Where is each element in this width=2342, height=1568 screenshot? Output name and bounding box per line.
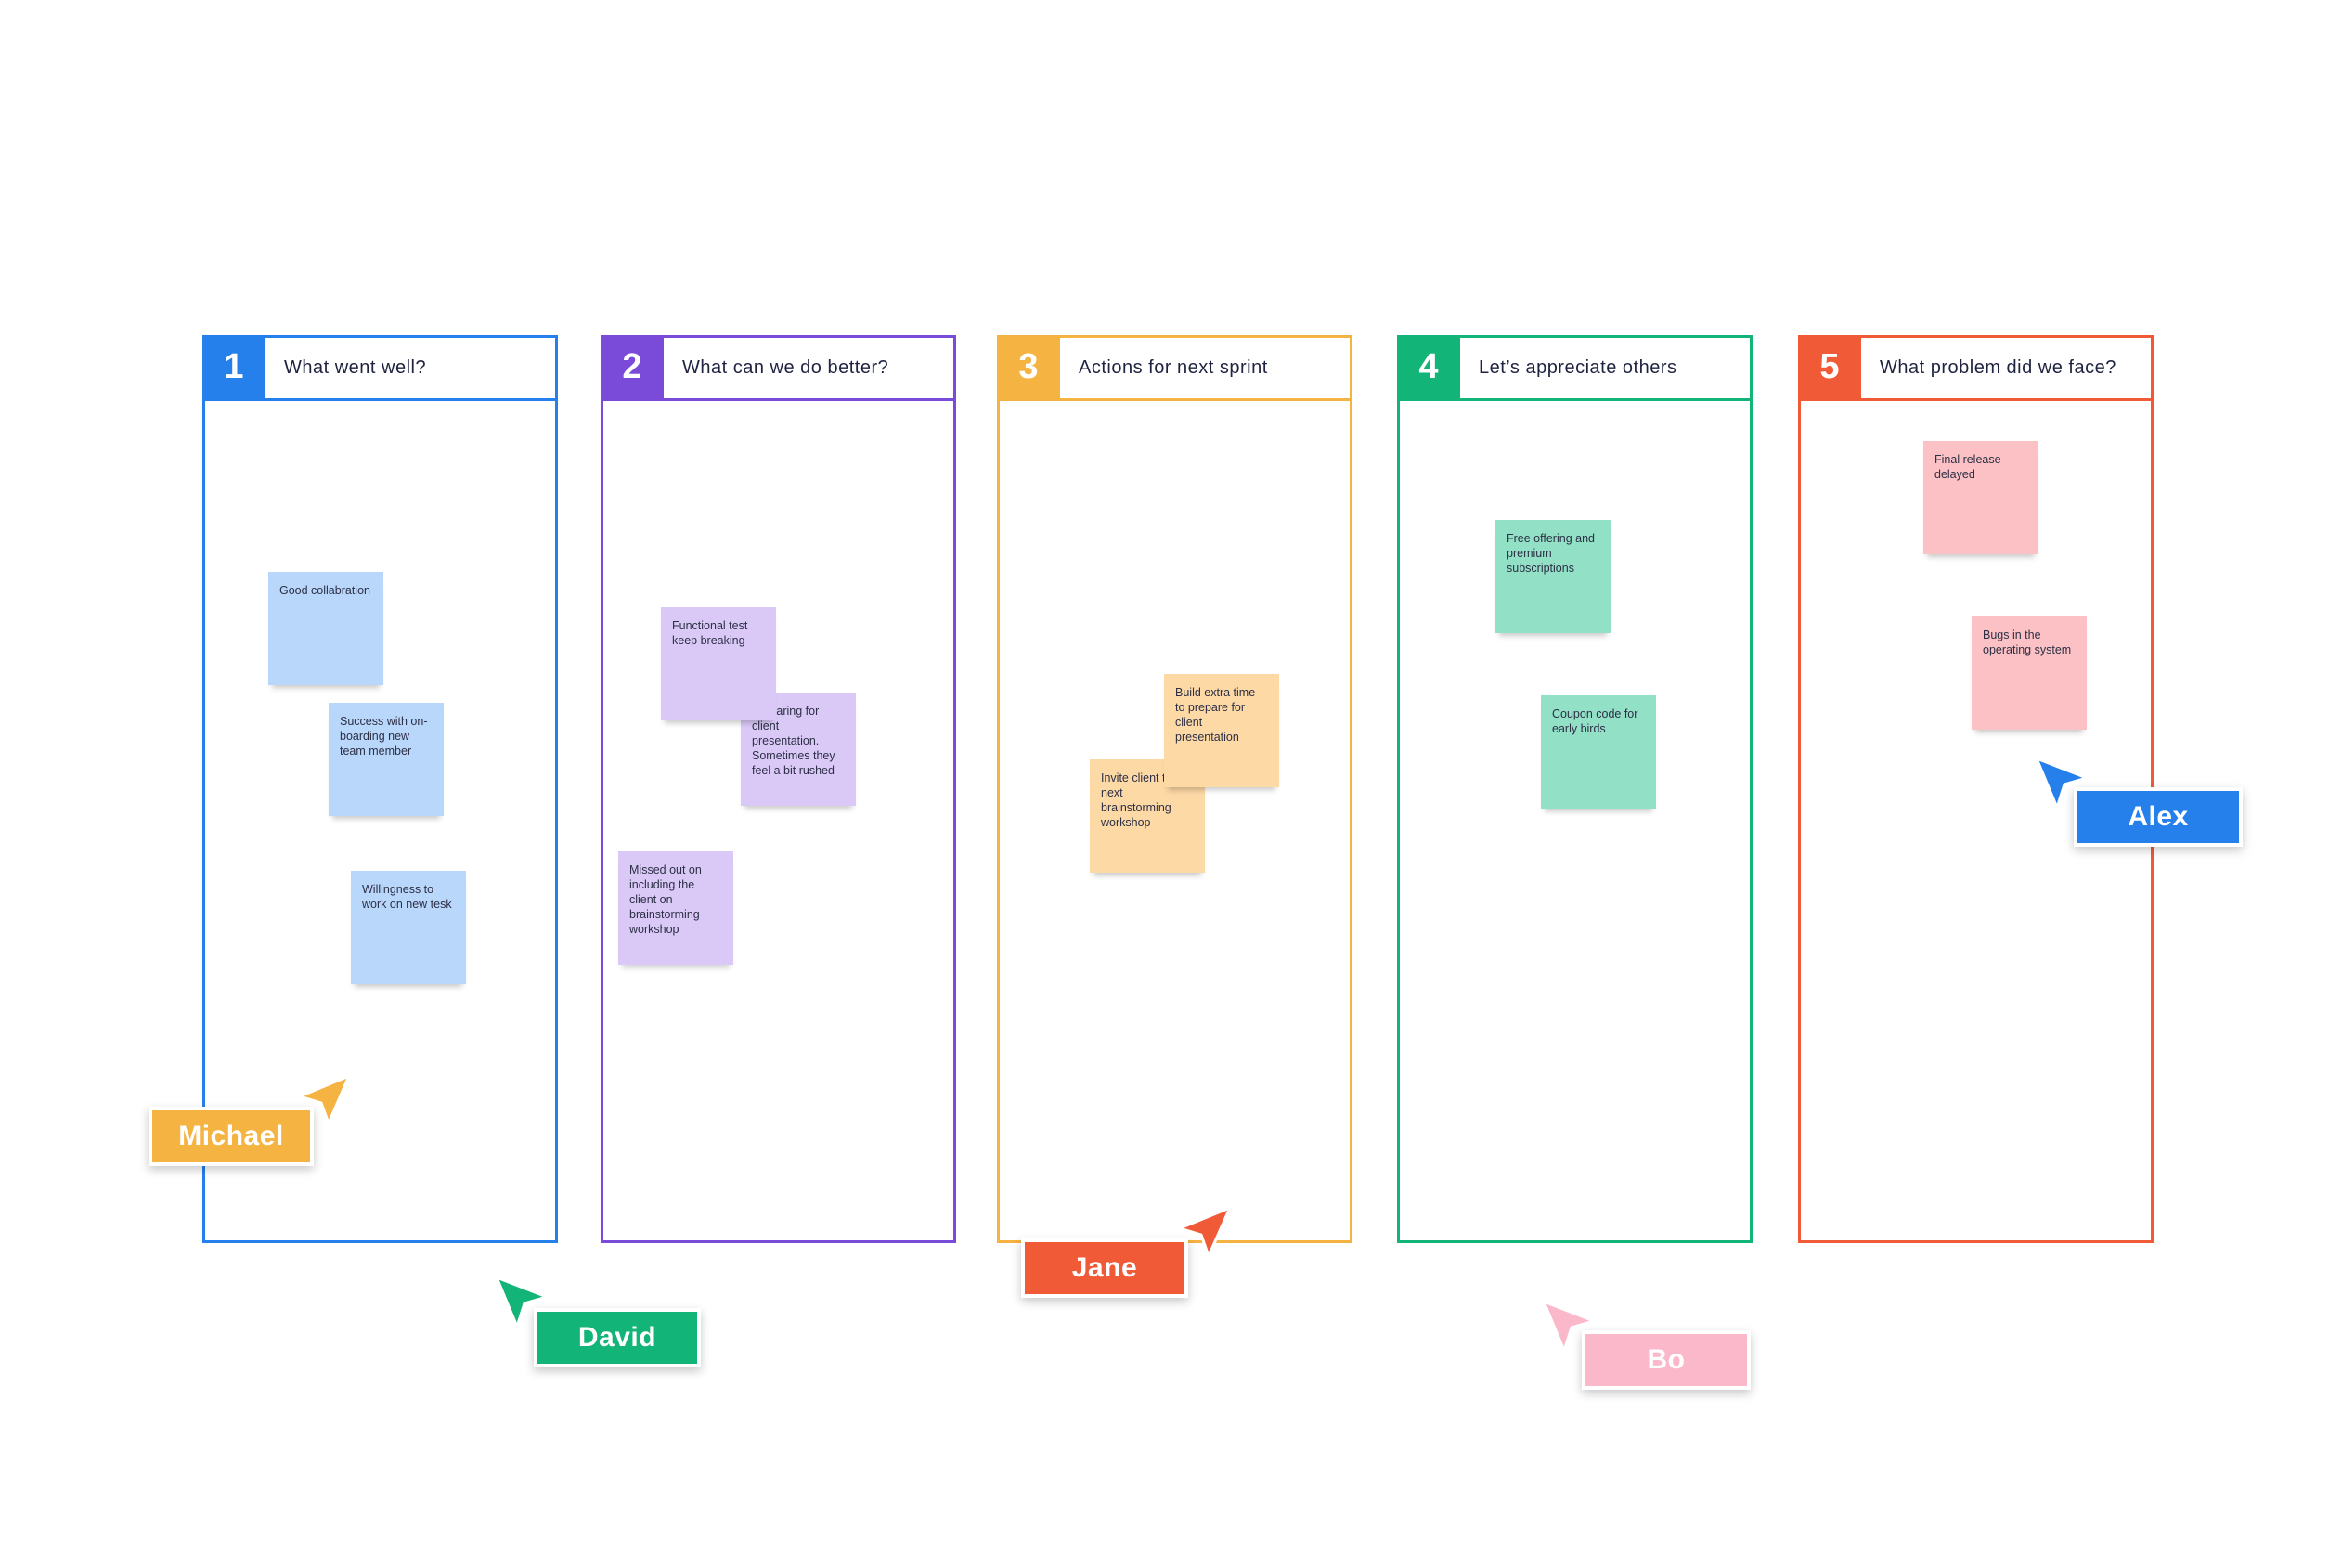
sticky-note[interactable]: Good collabration — [268, 572, 383, 685]
column-title: What problem did we face? — [1880, 357, 2116, 378]
cursor-arrow-icon — [1542, 1300, 1596, 1353]
column-title: Let’s appreciate others — [1479, 357, 1677, 378]
column-header: 4 Let’s appreciate others — [1397, 335, 1750, 401]
column-header: 1 What went well? — [202, 335, 555, 401]
sticky-note[interactable]: Functional test keep breaking — [661, 607, 776, 720]
collaborator-label-alex: Alex — [2074, 787, 2243, 847]
cursor-arrow-icon — [2035, 757, 2089, 810]
sticky-note[interactable]: Final release delayed — [1923, 441, 2038, 554]
column-title: What went well? — [284, 357, 427, 378]
collaborator-label-david: David — [534, 1308, 701, 1367]
cursor-arrow-icon — [495, 1276, 549, 1328]
column-number: 2 — [601, 335, 664, 398]
sticky-note[interactable]: Success with on-boarding new team member — [329, 703, 444, 816]
sticky-note[interactable]: Willingness to work on new tesk — [351, 871, 466, 984]
column-number: 1 — [202, 335, 265, 398]
sticky-note[interactable]: Missed out on including the client on br… — [618, 851, 733, 965]
cursor-arrow-icon — [1178, 1206, 1232, 1258]
column-header: 2 What can we do better? — [601, 335, 953, 401]
sticky-note[interactable]: Preparing for client presentation. Somet… — [741, 693, 856, 806]
column-number: 3 — [997, 335, 1060, 398]
sticky-note[interactable]: Coupon code for early birds — [1541, 695, 1656, 809]
column-header: 5 What problem did we face? — [1798, 335, 2151, 401]
collaborator-label-bo: Bo — [1582, 1330, 1751, 1390]
column-title: Actions for next sprint — [1079, 357, 1268, 378]
column-header: 3 Actions for next sprint — [997, 335, 1350, 401]
collaborator-label-jane: Jane — [1021, 1238, 1188, 1298]
cursor-arrow-icon — [298, 1074, 351, 1125]
sticky-note[interactable]: Build extra time to prepare for client p… — [1164, 674, 1279, 787]
sticky-note[interactable]: Free offering and premium subscriptions — [1495, 520, 1611, 633]
column-title: What can we do better? — [682, 357, 889, 378]
column-number: 5 — [1798, 335, 1861, 398]
column-number: 4 — [1397, 335, 1460, 398]
collaborator-label-michael: Michael — [149, 1107, 314, 1166]
sticky-note[interactable]: Bugs in the operating system — [1972, 616, 2087, 730]
